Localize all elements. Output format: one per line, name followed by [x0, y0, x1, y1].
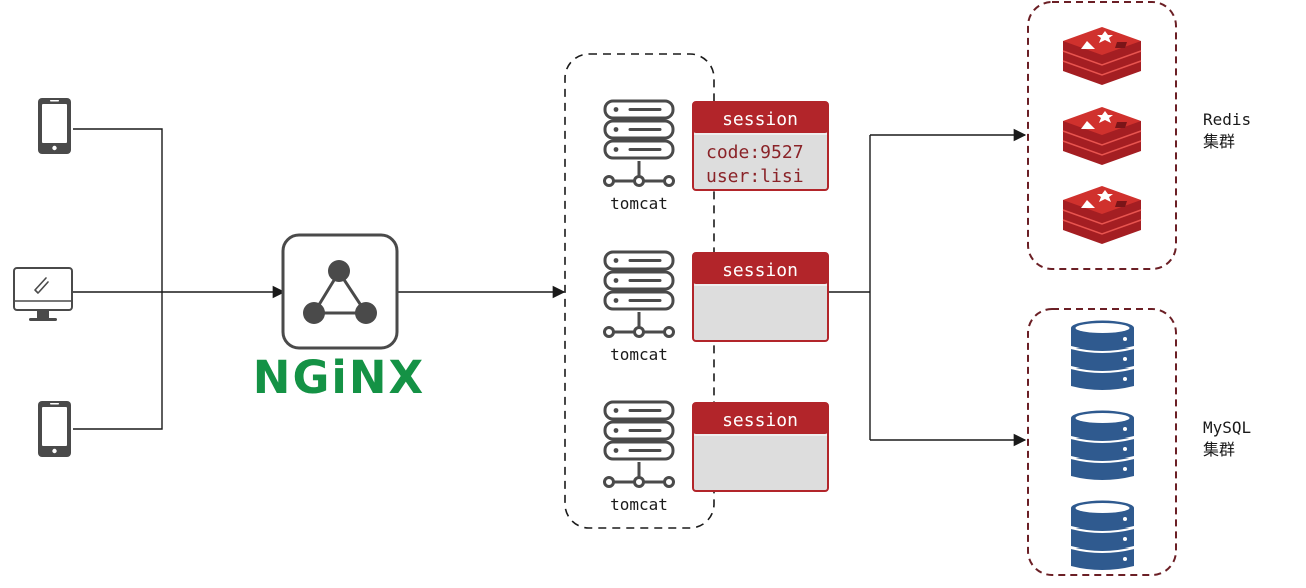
- mysql-cluster-boundary: [1027, 308, 1177, 576]
- database-icon: [1070, 410, 1135, 480]
- tomcat-label: tomcat: [610, 495, 668, 514]
- nginx-logo-text: NGiNX: [253, 351, 425, 404]
- database-icon: [1070, 320, 1135, 390]
- database-icon: [1070, 500, 1135, 570]
- session-card: session code:9527 user:lisi: [692, 101, 829, 191]
- redis-cluster-boundary: [1027, 1, 1177, 270]
- tomcat-server: tomcat: [603, 99, 675, 213]
- server-icon: [603, 99, 675, 187]
- storage-connectors: [829, 128, 1027, 447]
- connector-phone-top: [73, 128, 163, 292]
- server-icon: [603, 400, 675, 488]
- mysql-cluster-label: MySQL: [1203, 418, 1251, 437]
- server-icon: [603, 250, 675, 338]
- session-title: session: [722, 109, 798, 130]
- smartphone-icon: [38, 401, 71, 457]
- redis-icon-list: [1062, 27, 1142, 244]
- tomcat-list: tomcat session code:9527 user:lisi tomcat ses…: [603, 99, 829, 514]
- client-connectors: [73, 128, 286, 430]
- tomcat-server: tomcat: [603, 400, 675, 514]
- mysql-cluster-label-cn: 集群: [1203, 440, 1235, 459]
- redis-icon: [1062, 27, 1142, 85]
- redis-cluster-label: Redis: [1203, 110, 1251, 129]
- redis-icon: [1062, 186, 1142, 244]
- session-attribute: user:lisi: [706, 166, 804, 187]
- smartphone-icon: [38, 98, 71, 154]
- nginx-triangle-icon: [281, 233, 399, 350]
- tomcat-label: tomcat: [610, 345, 668, 364]
- session-title: session: [722, 410, 798, 431]
- connector-phone-bottom: [73, 292, 163, 430]
- database-icon-list: [1070, 320, 1135, 570]
- session-card: session: [692, 252, 829, 342]
- redis-cluster-label-cn: 集群: [1203, 132, 1235, 151]
- session-card: session: [692, 402, 829, 492]
- desktop-monitor-icon: [13, 267, 73, 321]
- redis-icon: [1062, 107, 1142, 165]
- session-attribute: code:9527: [706, 142, 804, 163]
- tomcat-label: tomcat: [610, 194, 668, 213]
- tomcat-server: tomcat: [603, 250, 675, 364]
- nginx-node: NGiNX: [253, 233, 425, 404]
- session-title: session: [722, 260, 798, 281]
